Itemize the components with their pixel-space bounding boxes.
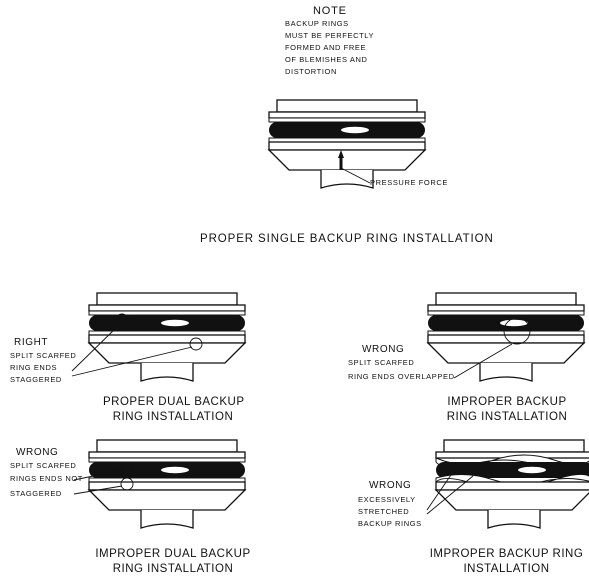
caption-line: IMPROPER BACKUP RING [429,548,584,560]
pressure-arrow-icon [338,150,371,184]
improper-dual-callout-lines [73,461,134,495]
overlap-callout-2: RING ENDS OVERLAPPED [348,372,455,381]
proper-dual-assembly [88,292,246,382]
note-line-1: BACKUP RINGS [285,19,349,28]
stretched-callout-3: BACKUP RINGS [358,519,422,528]
wrong-verdict-dual: WRONG [16,447,59,458]
single-ring-title: PROPER SINGLE BACKUP RING INSTALLATION [200,233,494,245]
improper-dual-callout-2: RINGS ENDS NOT [10,474,83,483]
improper-dual-callout-3: STAGGERED [10,489,62,498]
proper-dual-caption: PROPER DUAL BACKUP RING INSTALLATION [103,395,245,425]
caption-line: RING INSTALLATION [446,410,568,423]
overlap-assembly [427,292,585,382]
caption-line: IMPROPER BACKUP [447,396,567,408]
note-line-5: DISTORTION [285,67,337,76]
improper-dual-assembly [88,439,246,529]
right-verdict: RIGHT [14,337,49,348]
overlap-caption: IMPROPER BACKUP RING INSTALLATION [437,395,577,425]
wrong-verdict-stretched: WRONG [369,480,412,491]
improper-dual-caption: IMPROPER DUAL BACKUP RING INSTALLATION [73,547,273,577]
stretched-callout-1: EXCESSIVELY [358,495,416,504]
stretched-assembly [434,439,589,529]
proper-dual-callout-1: SPLIT SCARFED [10,351,77,360]
overlap-callout-1: SPLIT SCARFED [348,358,415,367]
caption-line: IMPROPER DUAL BACKUP [95,548,251,560]
overlap-callout-lines [453,317,531,379]
note-line-2: MUST BE PERFECTLY [285,31,375,40]
pressure-force-label: PRESSURE FORCE [370,178,448,187]
proper-dual-callout-3: STAGGERED [10,375,62,384]
note-line-3: FORMED AND FREE [285,43,367,52]
caption-line: RING INSTALLATION [112,562,234,575]
note-heading: NOTE [313,5,347,17]
proper-dual-callout-2: RING ENDS [10,363,58,372]
improper-dual-callout-1: SPLIT SCARFED [10,461,77,470]
stretched-caption: IMPROPER BACKUP RING INSTALLATION [424,547,589,577]
single-ring-assembly [268,99,426,189]
stretched-callout-2: STRETCHED [358,507,410,516]
proper-dual-callout-lines [71,313,203,377]
caption-line: RING INSTALLATION [112,410,234,423]
caption-line: INSTALLATION [463,562,550,575]
stretched-callout-lines [426,468,474,515]
caption-line: PROPER DUAL BACKUP [103,396,245,408]
note-line-4: OF BLEMISHES AND [285,55,368,64]
wrong-verdict-overlap: WRONG [362,344,405,355]
